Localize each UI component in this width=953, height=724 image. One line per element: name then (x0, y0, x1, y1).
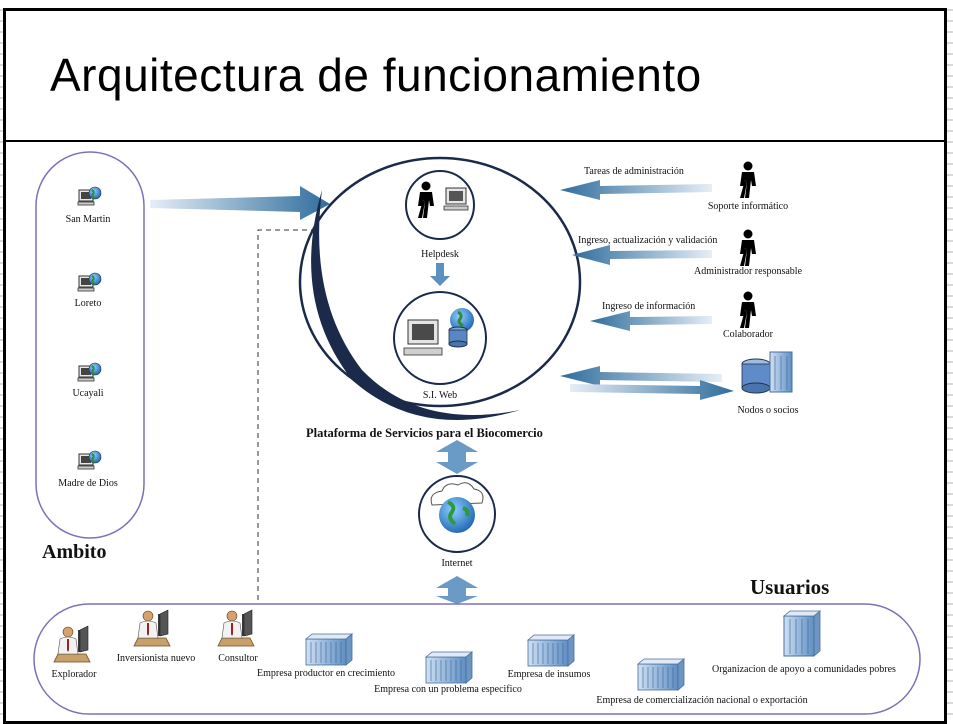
user-label: Inversionista nuevo (117, 653, 196, 664)
person-icon (740, 291, 756, 328)
user-label: Explorador (52, 669, 98, 680)
usuarios-label: Usuarios (750, 575, 829, 599)
server-computer-icon (403, 319, 443, 356)
nodes-label: Nodos o socios (737, 405, 798, 416)
web-label: S.I. Web (423, 390, 457, 401)
user-explorador: Explorador (52, 625, 98, 680)
tall-building-icon (782, 610, 822, 657)
usuarios-container (33, 603, 921, 715)
company-productor: Empresa productor en crecimiento (257, 633, 395, 679)
nodes-out-arrow (570, 380, 734, 400)
person-icon (740, 229, 756, 266)
down-arrowhead (436, 458, 478, 474)
region-label: San Martin (66, 214, 111, 225)
company-label: Empresa de comercialización nacional o e… (596, 695, 807, 706)
nodes-in-arrow (560, 366, 722, 386)
cloud-icon (430, 482, 484, 506)
info-entry-arrow (590, 311, 712, 331)
actor-task-label: Tareas de administración (584, 166, 684, 177)
person-icon (740, 161, 756, 198)
region-label: Madre de Dios (58, 478, 118, 489)
up-arrowhead (436, 440, 478, 458)
database-globe-icon (448, 308, 474, 348)
slide-title: Arquitectura de funcionamiento (50, 49, 702, 101)
user-inversionista: Inversionista nuevo (117, 609, 196, 664)
ambito-to-platform-arrow (150, 186, 330, 220)
helpdesk-to-web-arrow (430, 263, 450, 286)
company-label: Organizacion de apoyo a comunidades pobr… (712, 664, 896, 675)
dashed-connector (257, 229, 390, 600)
region-loreto: Loreto (75, 272, 102, 309)
region-madre-de-dios: Madre de Dios (58, 450, 118, 489)
region-san-martin: San Martin (66, 186, 111, 225)
company-problema: Empresa con un problema especifico (374, 651, 522, 695)
user-label: Consultor (218, 653, 258, 664)
building-icon (425, 651, 473, 684)
actor-task-label: Ingreso, actualización y validación (578, 235, 717, 246)
company-label: Empresa de insumos (508, 669, 591, 680)
admin-task-arrow (560, 180, 712, 200)
building-icon (637, 658, 685, 691)
company-insumos: Empresa de insumos (508, 634, 591, 680)
internet-label: Internet (441, 558, 472, 569)
globe-icon (439, 497, 475, 533)
platform-label: Plataforma de Servicios para el Biocomer… (306, 426, 543, 440)
actor-task-label: Ingreso de información (602, 301, 695, 312)
actor-role-label: Colaborador (723, 329, 774, 340)
helpdesk-circle (405, 170, 475, 240)
region-ucayali: Ucayali (72, 362, 104, 399)
user-consultor: Consultor (217, 609, 258, 664)
computer-icon (443, 187, 469, 211)
helpdesk-label: Helpdesk (421, 249, 459, 260)
company-label: Empresa con un problema especifico (374, 684, 522, 695)
validation-arrow (572, 245, 712, 265)
company-comercializacion: Empresa de comercialización nacional o e… (596, 658, 808, 706)
down-arrowhead (436, 594, 478, 604)
ambito-label: Ambito (42, 541, 106, 563)
region-label: Ucayali (72, 388, 103, 399)
ambito-container (35, 151, 145, 539)
company-organizacion: Organizacion de apoyo a comunidades pobr… (712, 610, 896, 675)
actor-role-label: Administrador responsable (694, 266, 803, 277)
server-building-icon (741, 351, 793, 394)
building-icon (527, 634, 575, 667)
building-icon (305, 633, 353, 666)
actor-role-label: Soporte informático (708, 201, 788, 212)
region-label: Loreto (75, 298, 102, 309)
up-arrowhead (436, 576, 478, 594)
company-label: Empresa productor en crecimiento (257, 668, 395, 679)
title-divider (3, 140, 947, 142)
